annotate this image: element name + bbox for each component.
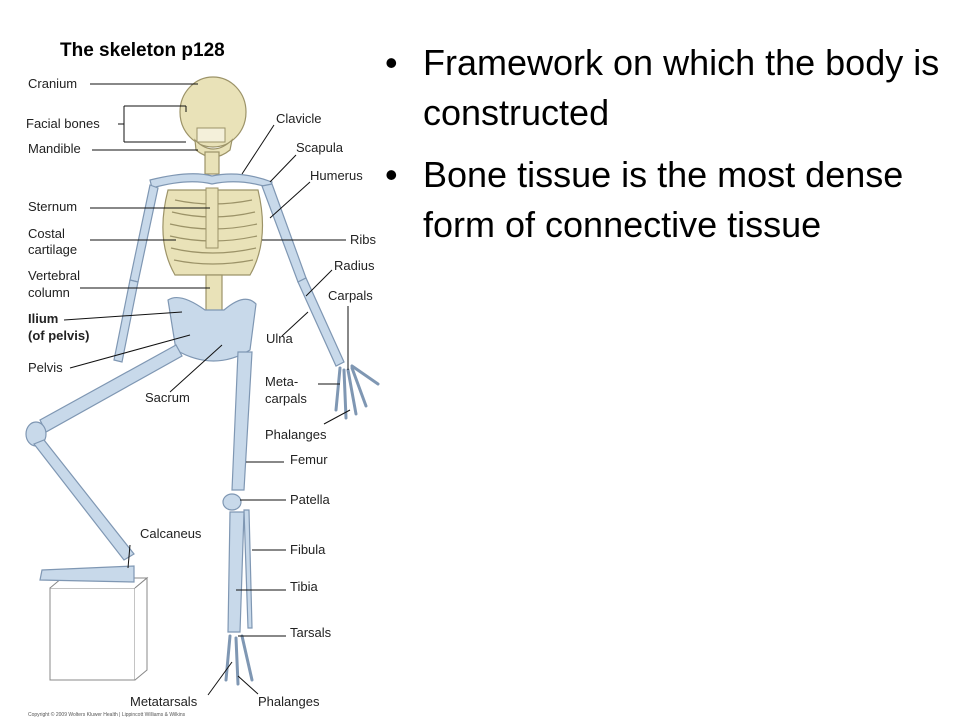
label-humerus: Humerus	[310, 168, 363, 183]
left-femur-shape	[39, 344, 183, 433]
bullet-dot: •	[385, 42, 398, 83]
label-mandible: Mandible	[28, 141, 81, 156]
hand-bones	[334, 364, 380, 420]
label-radius: Radius	[334, 258, 375, 273]
label-phalanges-hand: Phalanges	[265, 427, 327, 442]
bullet-dot: •	[385, 154, 398, 195]
label-clavicle: Clavicle	[276, 111, 322, 126]
label-column: column	[28, 285, 70, 300]
label-tarsals: Tarsals	[290, 625, 332, 640]
left-forearm-shape	[113, 279, 139, 363]
copyright-text: Copyright © 2009 Wolters Kluwer Health |…	[28, 711, 186, 718]
tibia-shape	[227, 511, 245, 633]
right-humerus-shape	[261, 183, 307, 283]
label-ulna: Ulna	[266, 331, 294, 346]
label-meta: Meta-	[265, 374, 298, 389]
label-carpals-2: carpals	[265, 391, 307, 406]
foot-bones	[224, 634, 254, 686]
left-foot-shape	[39, 565, 135, 583]
shoulder-girdle-shape	[149, 173, 273, 189]
bullet-text: Framework on which the body is construct…	[423, 42, 940, 133]
label-pelvis: Pelvis	[28, 360, 63, 375]
bullet-list: • Framework on which the body is constru…	[385, 38, 945, 262]
skeleton-illustration	[25, 76, 380, 686]
label-cranium: Cranium	[28, 76, 77, 91]
label-patella: Patella	[290, 492, 331, 507]
figure-title: The skeleton p128	[60, 40, 225, 61]
label-of-pelvis: (of pelvis)	[28, 328, 89, 343]
label-sacrum: Sacrum	[145, 390, 190, 405]
label-carpals: Carpals	[328, 288, 373, 303]
label-vertebral: Vertebral	[28, 268, 80, 283]
label-phalanges-foot: Phalanges	[258, 694, 320, 709]
label-femur: Femur	[290, 452, 328, 467]
label-tibia: Tibia	[290, 579, 318, 594]
label-facial-bones: Facial bones	[26, 116, 100, 131]
mandible-shape	[194, 138, 233, 158]
neck-shape	[204, 151, 220, 175]
bullet-item: • Bone tissue is the most dense form of …	[385, 150, 945, 250]
label-calcaneus: Calcaneus	[140, 526, 202, 541]
spine-shape	[205, 274, 223, 316]
sternum-shape	[205, 187, 219, 249]
fibula-shape	[243, 509, 253, 629]
label-fibula: Fibula	[290, 542, 326, 557]
bullet-item: • Framework on which the body is constru…	[385, 38, 945, 138]
label-costal: Costal	[28, 226, 65, 241]
left-humerus-shape	[129, 184, 159, 283]
label-metatarsals: Metatarsals	[130, 694, 198, 709]
label-ribs: Ribs	[350, 232, 377, 247]
bullet-text: Bone tissue is the most dense form of co…	[423, 154, 904, 245]
patella-shape	[222, 493, 242, 511]
leader-lines	[63, 83, 351, 696]
label-sternum: Sternum	[28, 199, 77, 214]
label-scapula: Scapula	[296, 140, 344, 155]
right-forearm-shape	[297, 277, 345, 367]
femur-shape	[231, 351, 253, 491]
label-ilium: Ilium	[28, 311, 58, 326]
left-tibia-shape	[33, 439, 135, 561]
teeth-shape	[196, 127, 226, 143]
label-cartilage: cartilage	[28, 242, 77, 257]
pedestal-block	[49, 576, 149, 681]
